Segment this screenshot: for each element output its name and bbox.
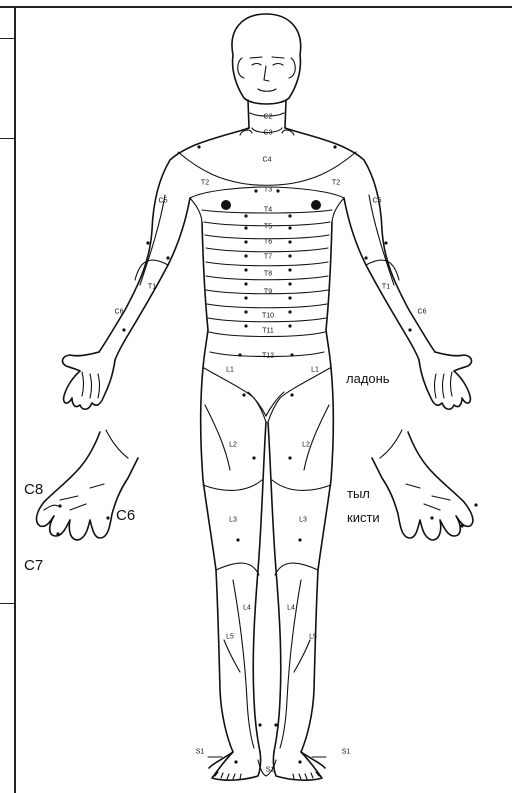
seg-t9: T9 bbox=[264, 289, 272, 296]
seg-t1-left: T1 bbox=[148, 284, 156, 291]
seg-l5-left: L5 bbox=[226, 634, 234, 641]
seg-c5-left: C5 bbox=[159, 198, 168, 205]
seg-l2-right: L2 bbox=[302, 442, 310, 449]
seg-t5: T5 bbox=[264, 224, 272, 231]
hand-label-c6: C6 bbox=[116, 507, 135, 524]
seg-c5-right: C5 bbox=[373, 198, 382, 205]
seg-t4: T4 bbox=[264, 207, 272, 214]
palm-label: ладонь bbox=[346, 371, 390, 386]
seg-t3: T3 bbox=[264, 187, 272, 194]
seg-c6-left: C6 bbox=[115, 309, 124, 316]
seg-t2-left: T2 bbox=[201, 180, 209, 187]
seg-t12: T12 bbox=[262, 353, 274, 360]
back-of-hand-label-2: кисти bbox=[347, 510, 380, 525]
hand-label-c7: C7 bbox=[24, 557, 43, 574]
seg-l1-left: L1 bbox=[226, 367, 234, 374]
seg-t11: T11 bbox=[262, 328, 274, 335]
seg-l3-right: L3 bbox=[299, 517, 307, 524]
seg-t7: T7 bbox=[264, 254, 272, 261]
seg-s1-right: S1 bbox=[342, 749, 351, 756]
seg-c6-right: C6 bbox=[418, 309, 427, 316]
seg-c3: C3 bbox=[264, 130, 273, 137]
seg-l5-right: L5 bbox=[309, 634, 317, 641]
seg-s1-center: S1 bbox=[266, 767, 275, 774]
seg-t6: T6 bbox=[264, 239, 272, 246]
seg-l3-left: L3 bbox=[229, 517, 237, 524]
hand-label-c8: C8 bbox=[24, 481, 43, 498]
back-of-hand-label-1: тыл bbox=[347, 486, 370, 501]
seg-t8: T8 bbox=[264, 271, 272, 278]
seg-t2-right: T2 bbox=[332, 180, 340, 187]
seg-t1-right: T1 bbox=[382, 284, 390, 291]
seg-l4-left: L4 bbox=[243, 605, 251, 612]
seg-c2: C2 bbox=[264, 114, 273, 121]
seg-l2-left: L2 bbox=[229, 442, 237, 449]
seg-t10: T10 bbox=[262, 313, 274, 320]
seg-l4-right: L4 bbox=[287, 605, 295, 612]
seg-c4: C4 bbox=[263, 157, 272, 164]
seg-s1-left: S1 bbox=[196, 749, 205, 756]
seg-l1-right: L1 bbox=[311, 367, 319, 374]
